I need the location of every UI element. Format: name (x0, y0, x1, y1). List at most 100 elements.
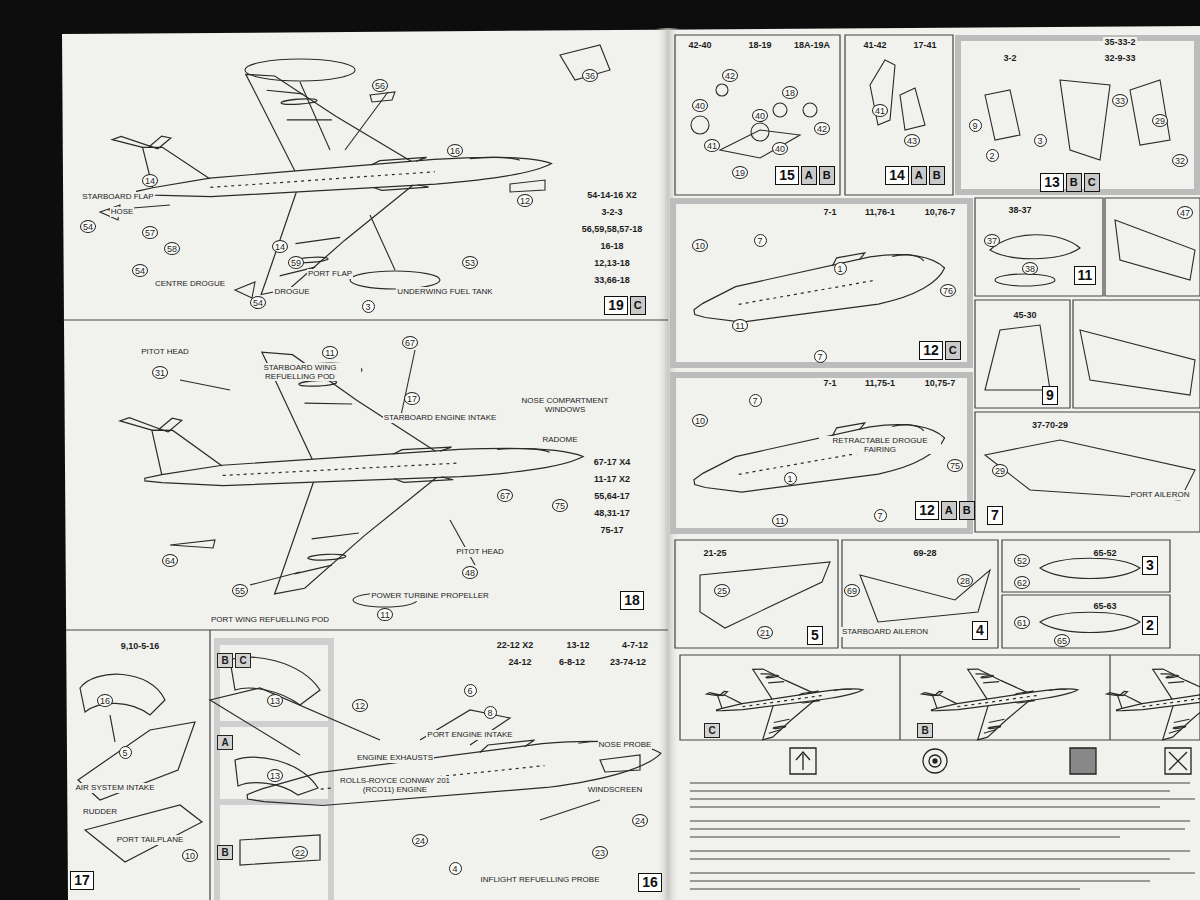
callout-number: 31 (152, 366, 168, 379)
callout-number: 11 (377, 608, 392, 621)
callout-number: 75 (947, 459, 963, 472)
callout-number: 41 (704, 139, 720, 152)
parts-list-entry: 38-37 (1007, 205, 1032, 215)
step-badge: 5 (807, 626, 823, 645)
step-number: 19 (604, 296, 628, 315)
callout-number: 12 (517, 194, 533, 207)
parts-list-entry: 11-17 X2 (593, 474, 631, 484)
parts-list-entry: 67-17 X4 (593, 457, 632, 467)
part-name: RADOME (541, 435, 578, 444)
kit-letter: B (217, 653, 232, 668)
callout-number: 52 (1014, 554, 1030, 567)
step-number: 4 (972, 621, 988, 640)
parts-list-entry: 24-12 (507, 657, 532, 667)
step-badge: 7 (987, 506, 1003, 525)
part-name: PORT FLAP (307, 269, 353, 278)
part-name: UNDERWING FUEL TANK (396, 287, 493, 296)
callout-number: 54 (132, 264, 148, 277)
callout-number: 5 (119, 746, 132, 759)
callout-number: 43 (904, 134, 920, 147)
callout-number: 11 (322, 346, 337, 359)
step-number: 2 (1142, 616, 1158, 635)
kit-letter: A (217, 735, 232, 750)
callout-number: 54 (250, 296, 266, 309)
part-name: STARBOARD AILERON (841, 627, 929, 636)
step-badge: 16 (638, 873, 662, 892)
callout-number: 54 (80, 220, 96, 233)
part-name: HOSE (110, 207, 135, 216)
part-name: CENTRE DROGUE (154, 279, 226, 288)
kit-letter: B (959, 501, 975, 520)
kit-letter: C (1084, 173, 1100, 192)
callout-number: 1 (834, 262, 847, 275)
part-name: STARBOARD ENGINE INTAKE (383, 413, 498, 422)
callout-number: 55 (232, 584, 248, 597)
parts-list-entry: 22-12 X2 (496, 640, 535, 650)
parts-list-entry: 17-41 (912, 40, 937, 50)
step-number: 5 (807, 626, 823, 645)
callout-number: 1 (784, 472, 797, 485)
callout-number: 24 (632, 814, 648, 827)
parts-list-entry: 11,76-1 (864, 207, 896, 217)
parts-list-entry: 3-2-3 (600, 207, 623, 217)
step-number: 9 (1042, 386, 1058, 405)
parts-list-entry: 35-33-2 (1103, 37, 1136, 47)
parts-list-entry: 45-30 (1012, 310, 1037, 320)
parts-list-entry: 23-74-12 (609, 657, 647, 667)
callout-number: 36 (582, 69, 598, 82)
parts-list-entry: 41-42 (862, 40, 887, 50)
parts-list-entry: 7-1 (822, 207, 837, 217)
part-name: ROLLS-ROYCE CONWAY 201 (RCO11) ENGINE (334, 776, 456, 794)
parts-list-entry: 6-8-12 (558, 657, 586, 667)
callout-number: 42 (722, 69, 738, 82)
callout-number: 40 (772, 142, 788, 155)
callout-number: 8 (484, 706, 497, 719)
parts-list-entry: 65-52 (1092, 548, 1117, 558)
step-number: 12 (919, 341, 943, 360)
part-name: POWER TURBINE PROPELLER (370, 591, 490, 600)
callout-number: 40 (752, 109, 768, 122)
callout-number: 9 (969, 119, 982, 132)
part-name: ENGINE EXHAUSTS (356, 753, 434, 762)
step-badge: 12AB (915, 501, 974, 520)
callout-number: 11 (772, 514, 787, 527)
parts-list-entry: 3-2 (1002, 53, 1017, 63)
callout-number: 11 (732, 319, 747, 332)
parts-list-entry: 7-1 (822, 378, 837, 388)
parts-list-entry: 48,31-17 (593, 508, 631, 518)
part-name: RETRACTABLE DROGUE FAIRING (819, 436, 941, 454)
step-badge: 17 (70, 871, 94, 890)
callout-number: 67 (402, 336, 418, 349)
step-badge: 15AB (775, 166, 834, 185)
parts-list-entry: 54-14-16 X2 (586, 190, 638, 200)
callout-number: 53 (462, 256, 478, 269)
part-name: PITOT HEAD (455, 547, 505, 556)
part-name: PORT WING REFUELLING POD (210, 615, 330, 624)
callout-number: 21 (757, 626, 773, 639)
callout-number: 7 (874, 509, 887, 522)
part-name: NOSE COMPARTMENT WINDOWS (504, 396, 626, 414)
parts-list-entry: 13-12 (565, 640, 590, 650)
part-name: NOSE PROBE (598, 740, 653, 749)
parts-list-entry: 9,10-5-16 (120, 641, 161, 651)
callout-number: 56 (372, 79, 388, 92)
callout-number: 2 (986, 149, 999, 162)
parts-list-entry: 75-17 (599, 525, 624, 535)
step-number: 11 (1074, 266, 1097, 285)
parts-list-entry: 4-7-12 (621, 640, 649, 650)
part-name: PORT AILERON (1130, 490, 1191, 499)
callout-number: 13 (267, 769, 283, 782)
kit-letter: B (929, 166, 945, 185)
parts-list-entry: 65-63 (1092, 601, 1117, 611)
callout-number: 16 (447, 144, 463, 157)
callout-number: 62 (1014, 576, 1030, 589)
step-number: 13 (1040, 173, 1064, 192)
parts-list-entry: 37-70-29 (1031, 420, 1069, 430)
callout-number: 14 (272, 240, 288, 253)
callout-number: 76 (940, 284, 956, 297)
callout-number: 7 (814, 350, 827, 363)
callout-number: 48 (462, 566, 478, 579)
callout-number: 57 (142, 226, 158, 239)
part-name: PORT ENGINE INTAKE (426, 730, 513, 739)
callout-number: 47 (1177, 206, 1193, 219)
